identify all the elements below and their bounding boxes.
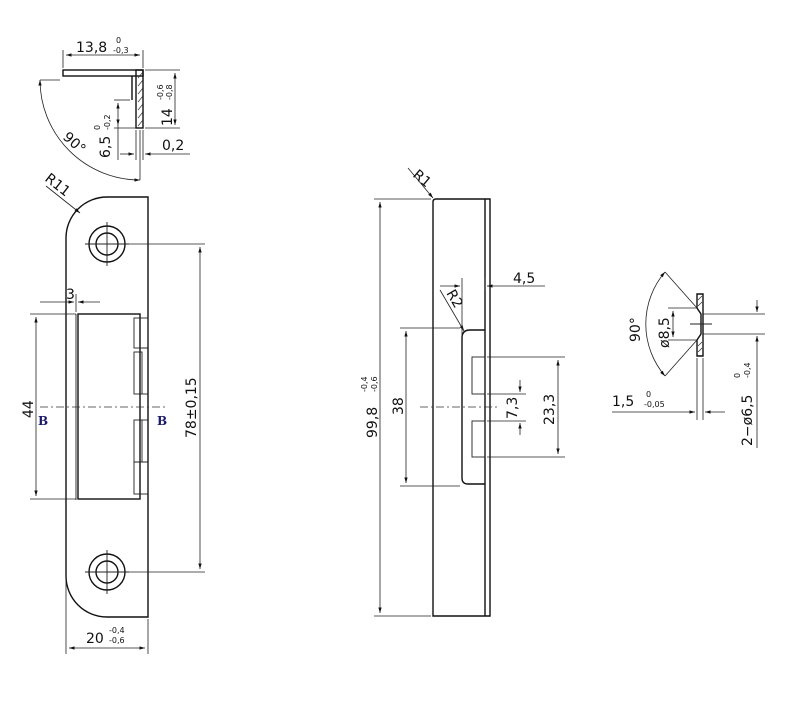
top-height-tol-lower: -0,8	[165, 84, 174, 100]
front-tabs	[133, 317, 149, 495]
front-hole-spacing-dim: 78±0,15	[184, 377, 200, 438]
side-window-dim: 38	[391, 397, 407, 415]
side-slot-top	[471, 356, 486, 395]
side-view: R1 R2 4,5 99,8 -0,4 -0,6 38 23,3 7,3	[360, 167, 565, 617]
front-view: B B R11 3 44 78±0,15 20 -0,4 -0,6	[21, 171, 205, 654]
front-width-dim: 20	[86, 631, 104, 647]
section-outline	[696, 293, 704, 357]
side-height-dim: 99,8	[365, 407, 381, 438]
section-view: 90° ø8,5 2−ø6,5 0 -0,4 1,5 0 -0,05	[612, 271, 765, 448]
side-radius-dim: R1	[409, 167, 434, 191]
strike-plate-outline	[65, 196, 149, 618]
top-inner-dim: 6,5	[98, 136, 114, 158]
section-angle-dim: 90°	[628, 317, 644, 342]
side-height-tol-upper: -0,4	[360, 376, 369, 392]
section-hole-tol-upper: 0	[733, 373, 742, 378]
section-countersink-dim: ø8,5	[657, 317, 673, 348]
screw-hole-bottom	[85, 550, 129, 594]
side-depth-dim: 4,5	[513, 271, 535, 287]
top-offset-dim: 0,2	[162, 138, 184, 154]
top-height-tol-upper: -0,6	[156, 84, 165, 100]
top-width-tol-lower: -0,3	[113, 46, 129, 55]
section-thickness-dim: 1,5	[612, 394, 634, 410]
front-width-tol-lower: -0,6	[109, 636, 125, 645]
section-mark-left: B	[38, 414, 48, 428]
top-angle-dim: 90°	[59, 129, 88, 158]
top-inner-tol-upper: 0	[93, 125, 102, 130]
section-thickness-tol-upper: 0	[646, 390, 651, 399]
front-width-tol-upper: -0,4	[109, 626, 125, 635]
side-slot-height-dim: 7,3	[505, 397, 521, 419]
top-view: 13,8 0 -0,3 14 -0,6 -0,8 6,5 0 -0,2 0,2 …	[38, 36, 190, 182]
front-lip-dim: 3	[66, 287, 75, 303]
latch-window	[77, 313, 141, 500]
top-height-dim: 14	[160, 108, 176, 126]
top-inner-tol-lower: -0,2	[103, 114, 112, 130]
section-hatch	[697, 295, 703, 353]
section-thickness-tol-lower: -0,05	[644, 400, 665, 409]
side-slot-bottom	[471, 420, 486, 458]
top-width-tol-upper: 0	[116, 36, 121, 45]
screw-hole-top	[85, 222, 129, 266]
front-radius-dim: R11	[42, 171, 74, 201]
section-mark-right: B	[157, 414, 167, 428]
side-slot-pitch-dim: 23,3	[542, 394, 558, 425]
side-height-tol-lower: -0,6	[370, 376, 379, 392]
section-hole-tol-lower: -0,4	[743, 362, 752, 378]
top-view-hatch	[137, 71, 144, 127]
side-outline	[432, 198, 491, 617]
top-width-dim: 13,8	[76, 40, 107, 56]
section-hole-dim: 2−ø6,5	[740, 395, 756, 446]
front-window-dim: 44	[21, 400, 37, 418]
